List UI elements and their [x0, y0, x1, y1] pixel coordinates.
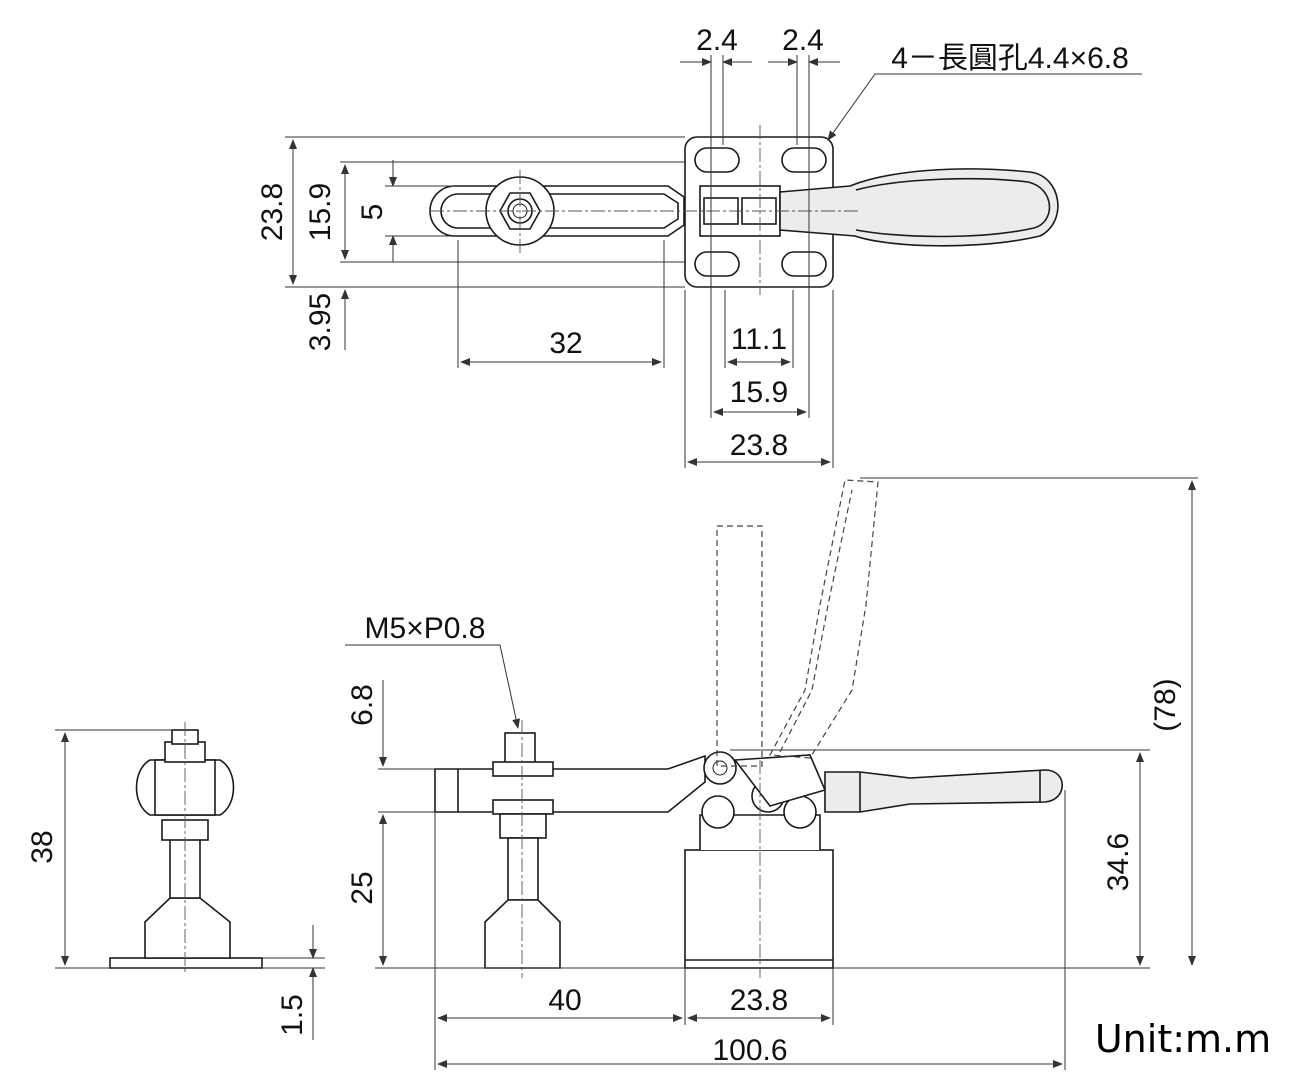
dim-bolt-height: 6.8: [346, 684, 379, 726]
slot-hole: [694, 251, 740, 277]
top-view: 2.4 2.4 4－長圓孔4.4×6.8 23.8 15.9 5 3.95 32…: [256, 24, 1142, 468]
open-arm-outline: [716, 525, 763, 767]
side-spindle-pad: [144, 897, 231, 959]
dim-arm-width: 5: [356, 204, 389, 221]
slot-note: 4－長圓孔4.4×6.8: [891, 42, 1129, 75]
dim-spindle-height: 25: [346, 871, 379, 904]
pivot: [701, 795, 735, 829]
slot-hole: [694, 147, 740, 173]
front-spindle-shaft: [507, 837, 539, 901]
dim-width-holes: 15.9: [304, 183, 337, 241]
top-handle: [779, 168, 1059, 247]
dim-side-height: 38: [26, 830, 59, 863]
dim-hole-pitch-left: 2.4: [696, 24, 738, 57]
dim-base-width: 23.8: [730, 429, 788, 462]
front-bolt-head: [504, 732, 536, 764]
front-nut: [492, 799, 554, 815]
front-base: [684, 849, 834, 969]
dim-overall-length: 100.6: [712, 1034, 787, 1067]
slot-hole: [781, 147, 827, 173]
front-view: M5×P0.8 6.8 25 40 23.8 100.6 34.6 (78): [345, 477, 1198, 1070]
dim-arm-reach: 32: [549, 327, 582, 360]
dim-base-pitch-outer: 15.9: [730, 376, 788, 409]
dim-offset: 3.95: [304, 293, 337, 351]
front-nut: [499, 813, 547, 839]
slot-hole: [781, 251, 827, 277]
top-arm: [429, 185, 685, 237]
dim-reach: 40: [548, 984, 581, 1017]
dim-base-thickness: 1.5: [276, 994, 309, 1036]
dim-base-pitch-inner: 11.1: [731, 323, 787, 356]
side-view: 38 1.5: [26, 722, 325, 1040]
dim-open-height: (78): [1149, 678, 1182, 731]
open-handle-outline: [769, 479, 879, 759]
front-arm: [434, 754, 706, 813]
dim-closed-height: 34.6: [1102, 833, 1135, 891]
unit-label: Unit:m.m: [1095, 1017, 1271, 1061]
front-nut: [492, 761, 554, 777]
front-link: [733, 754, 827, 807]
front-handle: [824, 769, 1063, 813]
side-base-plate: [109, 957, 263, 969]
dim-hole-pitch-right: 2.4: [782, 24, 824, 57]
thread-note: M5×P0.8: [365, 612, 486, 645]
dim-width-overall: 23.8: [256, 183, 289, 241]
pivot: [703, 751, 737, 785]
front-spindle-pad: [484, 899, 561, 969]
dim-base-length: 23.8: [730, 984, 788, 1017]
